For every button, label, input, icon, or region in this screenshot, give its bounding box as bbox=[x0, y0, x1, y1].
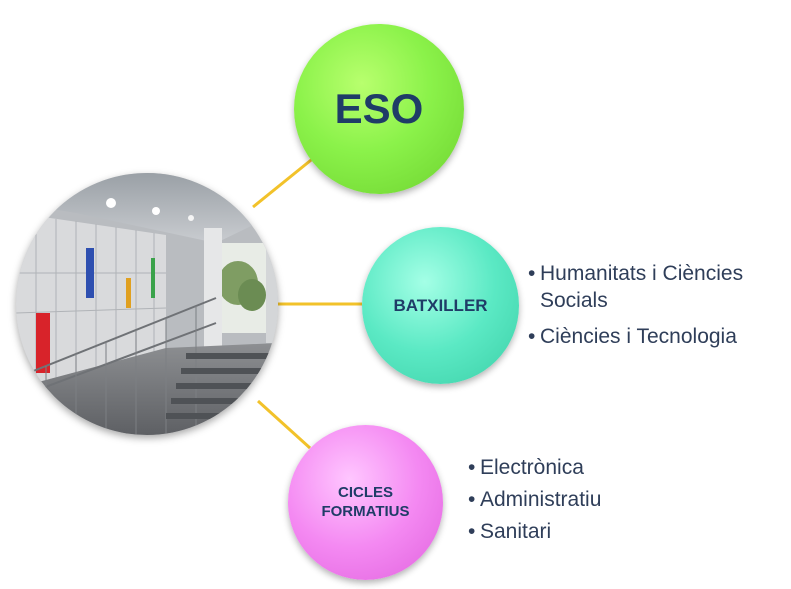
corridor-photo bbox=[16, 173, 278, 435]
cicles-formatius-node: CICLES FORMATIUS bbox=[288, 425, 443, 580]
list-item: •Sanitari bbox=[468, 520, 552, 543]
cicles-title-line-2: FORMATIUS bbox=[321, 502, 410, 520]
batxiller-node: BATXILLER bbox=[362, 227, 519, 384]
eso-title: ESO bbox=[334, 85, 424, 132]
list-item: •Electrònica bbox=[468, 456, 584, 479]
batxiller-items: •Humanitats i Ciències Socials •Ciències… bbox=[528, 260, 788, 350]
cicles-items: •Electrònica •Administratiu •Sanitari bbox=[468, 454, 688, 550]
list-item: •Administratiu bbox=[468, 488, 602, 511]
list-item: •Ciències i Tecnologia bbox=[528, 325, 737, 348]
cicles-title-line-1: CICLES bbox=[337, 483, 393, 501]
list-item: •Humanitats i Ciències Socials bbox=[528, 262, 744, 312]
connector-cicles bbox=[256, 399, 312, 450]
connector-eso bbox=[252, 150, 322, 209]
eso-node: ESO bbox=[294, 24, 464, 194]
batxiller-title: BATXILLER bbox=[393, 295, 488, 315]
